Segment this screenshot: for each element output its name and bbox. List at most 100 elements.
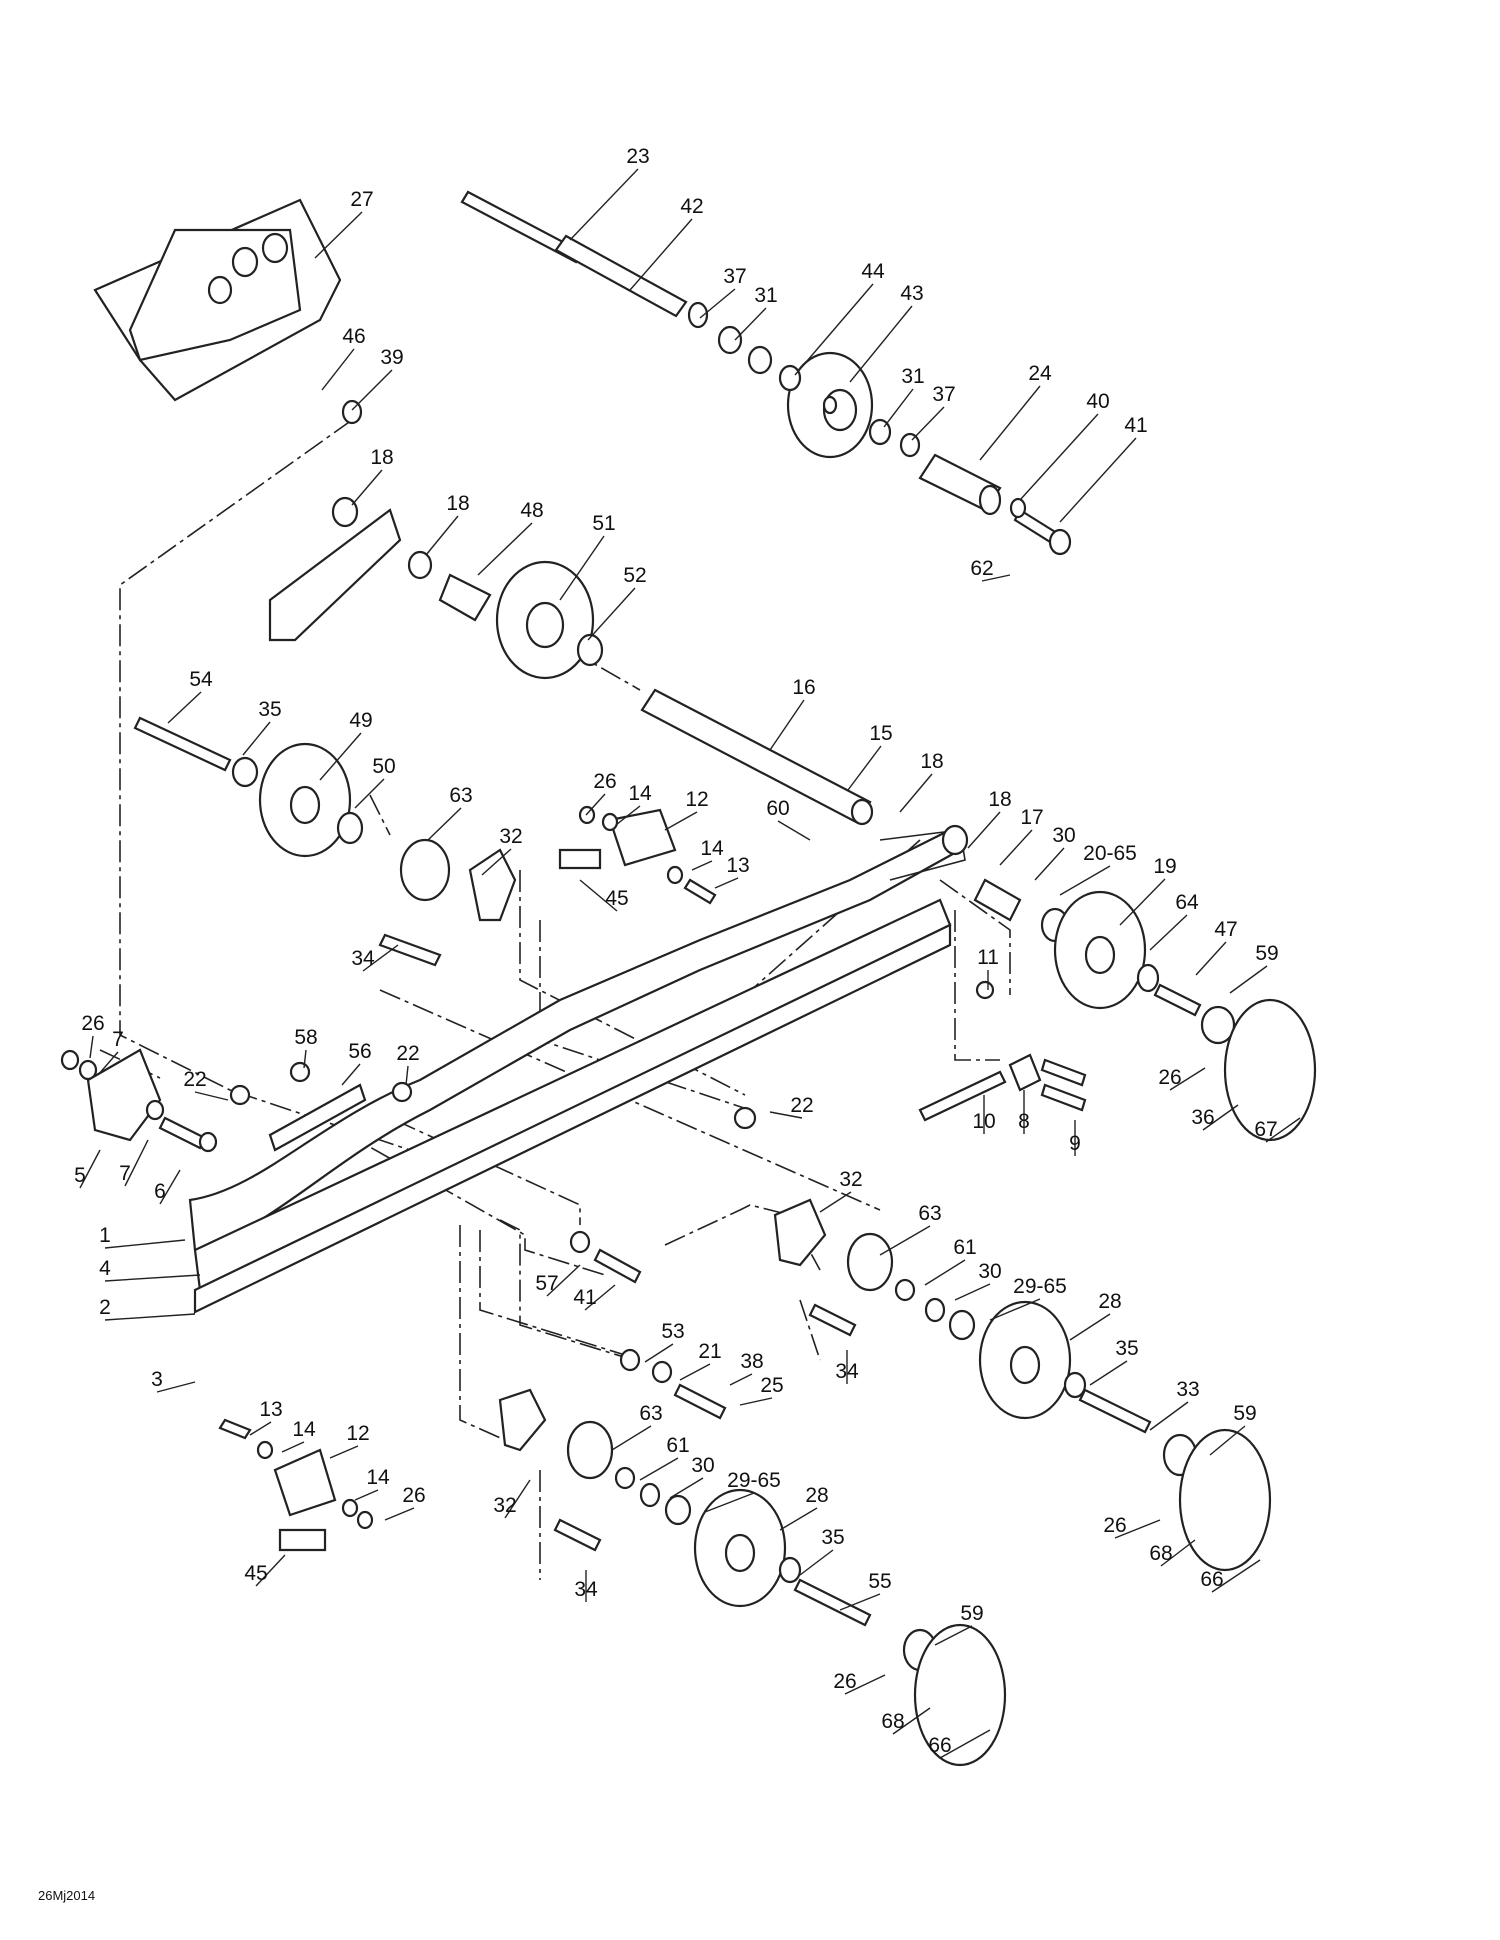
callout-leader-line bbox=[819, 1191, 852, 1213]
callout-number: 53 bbox=[661, 1320, 684, 1343]
callout-37: 37 bbox=[699, 265, 747, 319]
callout-55: 55 bbox=[839, 1570, 892, 1611]
callout-leader-line bbox=[967, 811, 1001, 849]
wheel-28-middle bbox=[978, 1300, 1272, 1572]
callout-leader-line bbox=[883, 388, 914, 428]
callout-number: 22 bbox=[183, 1068, 206, 1091]
callout-leader-line bbox=[794, 283, 874, 376]
callout-number: 34 bbox=[835, 1360, 859, 1383]
callout-11: 11 bbox=[977, 946, 999, 990]
callout-41: 41 bbox=[1059, 414, 1148, 523]
callout-number: 46 bbox=[342, 325, 365, 348]
callout-number: 64 bbox=[1175, 891, 1199, 914]
callout-26: 26 bbox=[1103, 1514, 1161, 1539]
callout-4: 4 bbox=[99, 1257, 201, 1282]
callout-68: 68 bbox=[1149, 1539, 1196, 1567]
callout-2: 2 bbox=[99, 1296, 196, 1321]
callout-15: 15 bbox=[847, 722, 893, 791]
callout-number: 28 bbox=[1098, 1290, 1121, 1313]
callout-leader-line bbox=[911, 406, 945, 441]
bracket-32-upper bbox=[378, 838, 517, 967]
callout-61: 61 bbox=[639, 1434, 690, 1481]
callout-51: 51 bbox=[559, 512, 616, 601]
callout-leader-line bbox=[981, 574, 1011, 582]
callout-6: 6 bbox=[154, 1169, 181, 1205]
callout-number: 34 bbox=[574, 1578, 598, 1601]
callout-leader-line bbox=[639, 1457, 679, 1481]
callout-24: 24 bbox=[979, 362, 1052, 461]
callout-29-65: 29-65 bbox=[704, 1469, 781, 1513]
callout-12: 12 bbox=[329, 1422, 370, 1459]
callout-leader-line bbox=[321, 348, 355, 391]
callout-26: 26 bbox=[384, 1484, 426, 1521]
callout-60: 60 bbox=[766, 797, 811, 841]
callout-leader-line bbox=[924, 1259, 966, 1286]
callout-14: 14 bbox=[615, 782, 652, 826]
callout-leader-line bbox=[481, 848, 512, 876]
callout-number: 63 bbox=[918, 1202, 941, 1225]
callout-61: 61 bbox=[924, 1236, 977, 1286]
callout-56: 56 bbox=[341, 1040, 372, 1086]
callout-59: 59 bbox=[1229, 942, 1279, 994]
callout-13: 13 bbox=[714, 854, 750, 889]
callout-leader-line bbox=[1211, 1559, 1261, 1593]
callout-number: 59 bbox=[1255, 942, 1278, 965]
callout-number: 35 bbox=[258, 698, 281, 721]
callout-number: 56 bbox=[348, 1040, 371, 1063]
callout-30: 30 bbox=[1034, 824, 1076, 881]
callout-leader-line bbox=[734, 307, 767, 341]
callout-12: 12 bbox=[664, 788, 709, 831]
callout-35: 35 bbox=[242, 698, 282, 756]
callout-number: 44 bbox=[861, 260, 885, 283]
idler-wheel-51 bbox=[495, 560, 604, 680]
callout-58: 58 bbox=[294, 1026, 318, 1069]
callout-68: 68 bbox=[881, 1707, 931, 1735]
callout-63: 63 bbox=[611, 1402, 663, 1451]
callout-number: 30 bbox=[691, 1454, 714, 1477]
callout-leader-line bbox=[954, 1283, 991, 1301]
callout-number: 68 bbox=[881, 1710, 904, 1733]
callout-number: 26 bbox=[81, 1012, 104, 1035]
adjuster-bolts bbox=[918, 980, 1087, 1122]
callout-number: 39 bbox=[380, 346, 403, 369]
callout-leader-line bbox=[989, 1298, 1041, 1321]
callout-number: 31 bbox=[754, 284, 777, 307]
callout-number: 63 bbox=[449, 784, 472, 807]
callout-leader-line bbox=[104, 1274, 201, 1282]
callout-leader-line bbox=[699, 288, 736, 319]
callout-number: 51 bbox=[592, 512, 615, 535]
callout-number: 38 bbox=[740, 1350, 763, 1373]
callout-leader-line bbox=[629, 218, 693, 291]
front-block-5 bbox=[60, 1048, 218, 1153]
callout-47: 47 bbox=[1195, 918, 1238, 976]
callout-number: 29-65 bbox=[1013, 1275, 1067, 1298]
callout-50: 50 bbox=[354, 755, 396, 809]
callout-number: 18 bbox=[988, 788, 1011, 811]
callout-22: 22 bbox=[396, 1042, 420, 1086]
callout-number: 66 bbox=[1200, 1568, 1223, 1591]
callout-63: 63 bbox=[427, 784, 473, 841]
callout-14: 14 bbox=[354, 1466, 390, 1501]
callout-number: 7 bbox=[112, 1028, 124, 1051]
callout-49: 49 bbox=[319, 709, 373, 781]
callout-number: 18 bbox=[920, 750, 943, 773]
callout-number: 35 bbox=[1115, 1337, 1138, 1360]
callout-number: 26 bbox=[1103, 1514, 1126, 1537]
callout-number: 54 bbox=[189, 668, 213, 691]
callout-41: 41 bbox=[573, 1284, 616, 1311]
callout-54: 54 bbox=[167, 668, 213, 724]
callout-18: 18 bbox=[899, 750, 944, 813]
callout-number: 16 bbox=[792, 676, 815, 699]
callout-leader-line bbox=[1209, 1425, 1246, 1456]
callout-leader-line bbox=[587, 587, 636, 641]
callout-number: 27 bbox=[350, 188, 373, 211]
callout-18: 18 bbox=[351, 446, 394, 506]
callout-leader-line bbox=[1169, 1067, 1206, 1091]
shaft-23 bbox=[460, 190, 688, 318]
callout-13: 13 bbox=[249, 1398, 283, 1436]
callout-leader-line bbox=[351, 469, 383, 506]
callout-number: 66 bbox=[928, 1734, 951, 1757]
callout-66: 66 bbox=[928, 1729, 991, 1759]
callout-number: 47 bbox=[1214, 918, 1237, 941]
